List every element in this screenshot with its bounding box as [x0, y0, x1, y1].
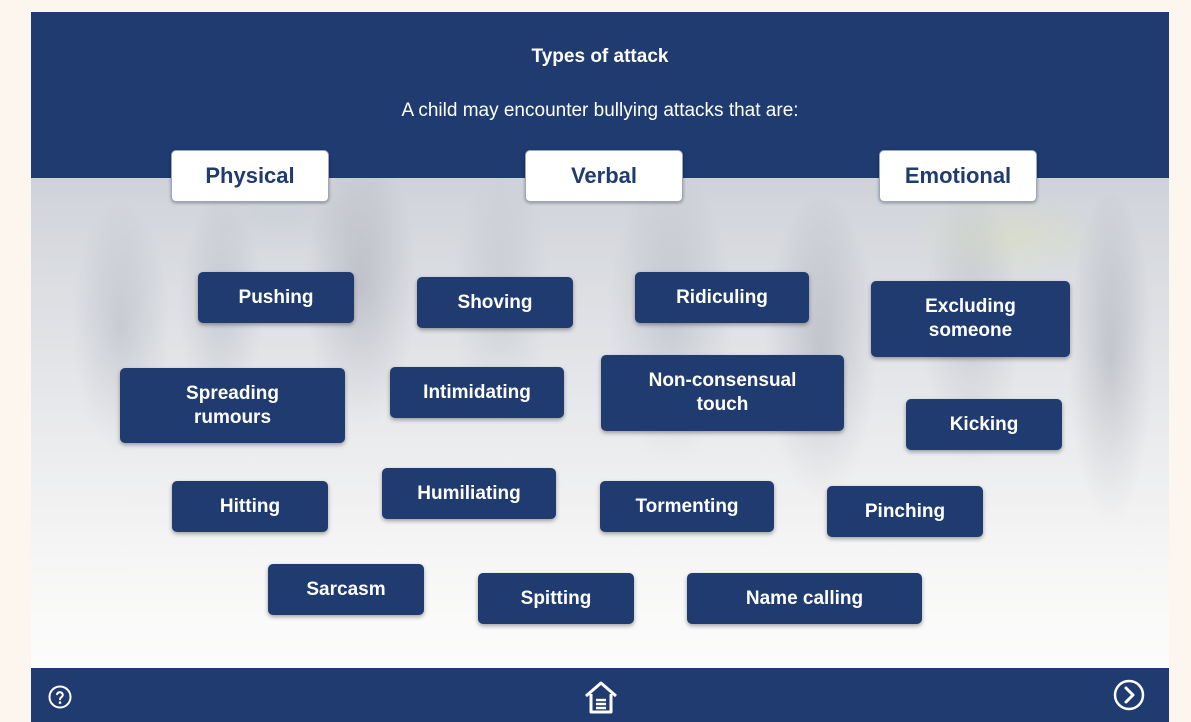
- home-button[interactable]: [581, 677, 621, 717]
- tile-excluding-someone[interactable]: Excluding someone: [871, 281, 1070, 357]
- tile-humiliating[interactable]: Humiliating: [382, 468, 556, 519]
- category-verbal[interactable]: Verbal: [525, 150, 683, 202]
- tile-spreading-rumours-label: Spreading rumours: [186, 382, 279, 428]
- chevron-right-circle-icon: [1113, 679, 1145, 711]
- tile-ridiculing[interactable]: Ridiculing: [635, 272, 809, 323]
- next-button[interactable]: [1111, 677, 1147, 713]
- tile-pushing[interactable]: Pushing: [198, 272, 354, 323]
- tile-pinching[interactable]: Pinching: [827, 486, 983, 537]
- tile-intimidating[interactable]: Intimidating: [390, 367, 564, 418]
- tile-sarcasm[interactable]: Sarcasm: [268, 564, 424, 615]
- tile-non-consensual-touch[interactable]: Non-consensual touch: [601, 355, 844, 431]
- help-button[interactable]: [45, 682, 75, 712]
- help-circle-icon: [48, 685, 72, 709]
- category-emotional[interactable]: Emotional: [879, 150, 1037, 202]
- tile-kicking[interactable]: Kicking: [906, 399, 1062, 450]
- home-icon: [585, 681, 617, 714]
- tile-name-calling[interactable]: Name calling: [687, 573, 922, 624]
- category-physical[interactable]: Physical: [171, 150, 329, 202]
- tile-excluding-someone-label: Excluding someone: [925, 296, 1016, 341]
- page-title: Types of attack: [531, 46, 669, 67]
- tile-tormenting[interactable]: Tormenting: [600, 481, 774, 532]
- tile-hitting[interactable]: Hitting: [172, 481, 328, 532]
- activity-stage: Types of attack A child may encounter bu…: [31, 12, 1169, 722]
- tile-non-consensual-touch-label: Non-consensual touch: [648, 370, 797, 415]
- tile-spreading-rumours[interactable]: Spreading rumours: [120, 368, 345, 443]
- tile-shoving[interactable]: Shoving: [417, 277, 573, 328]
- tile-spitting[interactable]: Spitting: [478, 573, 634, 624]
- page-subtitle: A child may encounter bullying attacks t…: [401, 100, 799, 121]
